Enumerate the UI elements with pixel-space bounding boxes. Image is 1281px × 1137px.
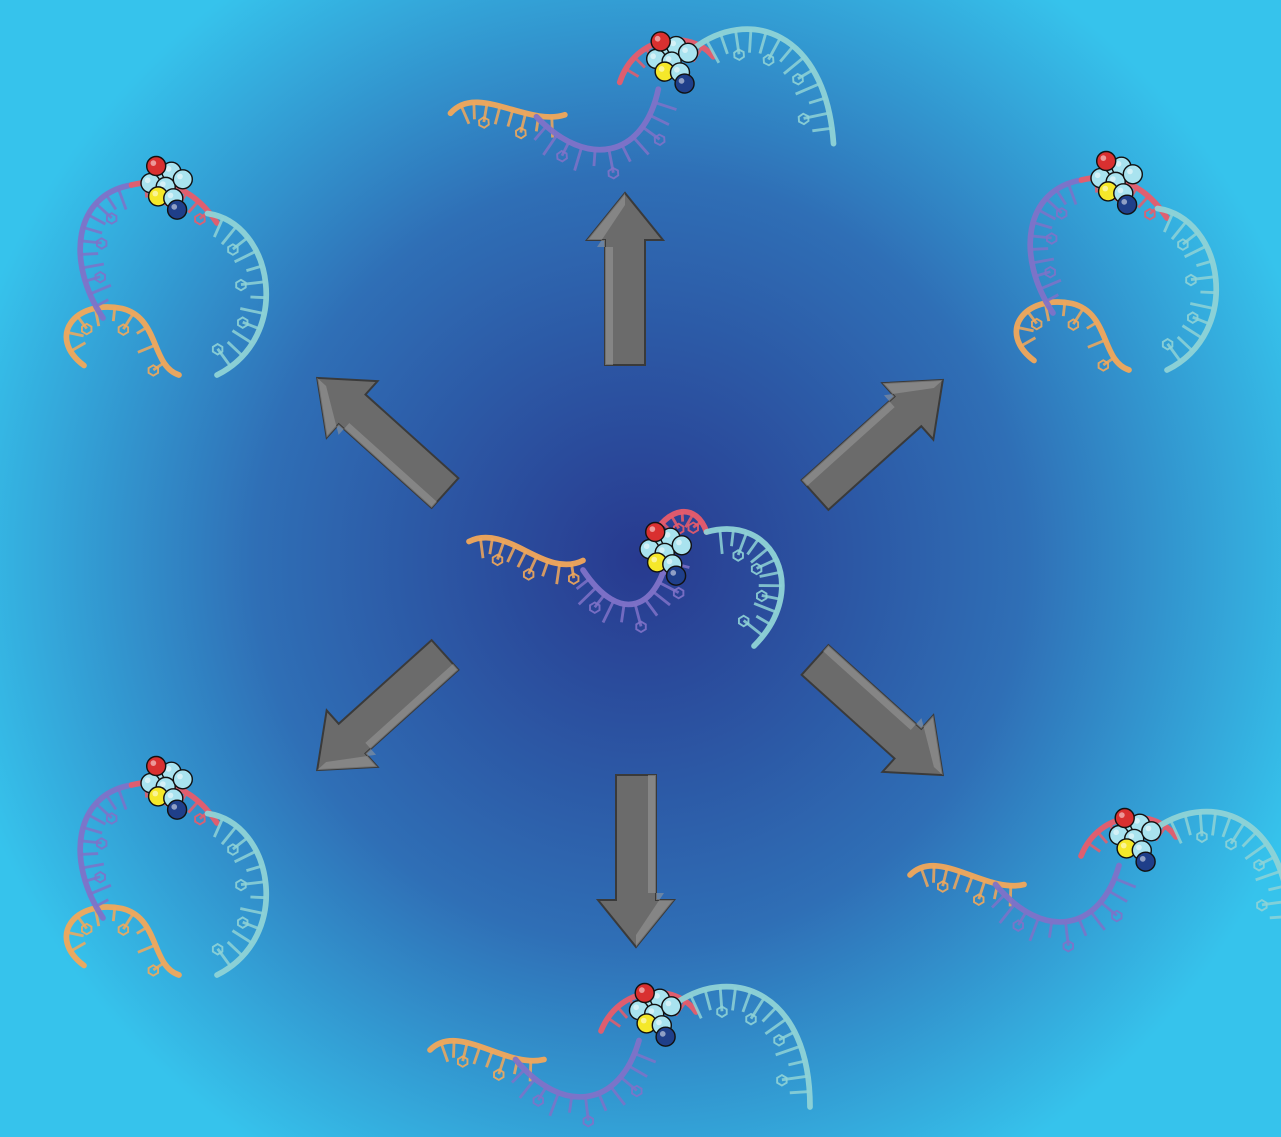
structure-bottom	[427, 982, 813, 1128]
arrow-up-left	[315, 376, 460, 510]
structure-bottom-right	[907, 807, 1281, 953]
structure-top-right	[1013, 150, 1219, 373]
arrow-down-right	[800, 643, 945, 777]
arrow-down	[595, 774, 677, 949]
structures-group	[63, 26, 1281, 1128]
structure-top	[447, 26, 837, 180]
arrow-down-left	[315, 638, 460, 772]
arrows-group	[315, 191, 945, 949]
arrow-up-right	[800, 378, 945, 512]
structure-bottom-left	[63, 755, 269, 978]
structure-center	[466, 508, 785, 649]
structure-top-left	[63, 155, 269, 378]
arrow-up	[584, 191, 666, 366]
